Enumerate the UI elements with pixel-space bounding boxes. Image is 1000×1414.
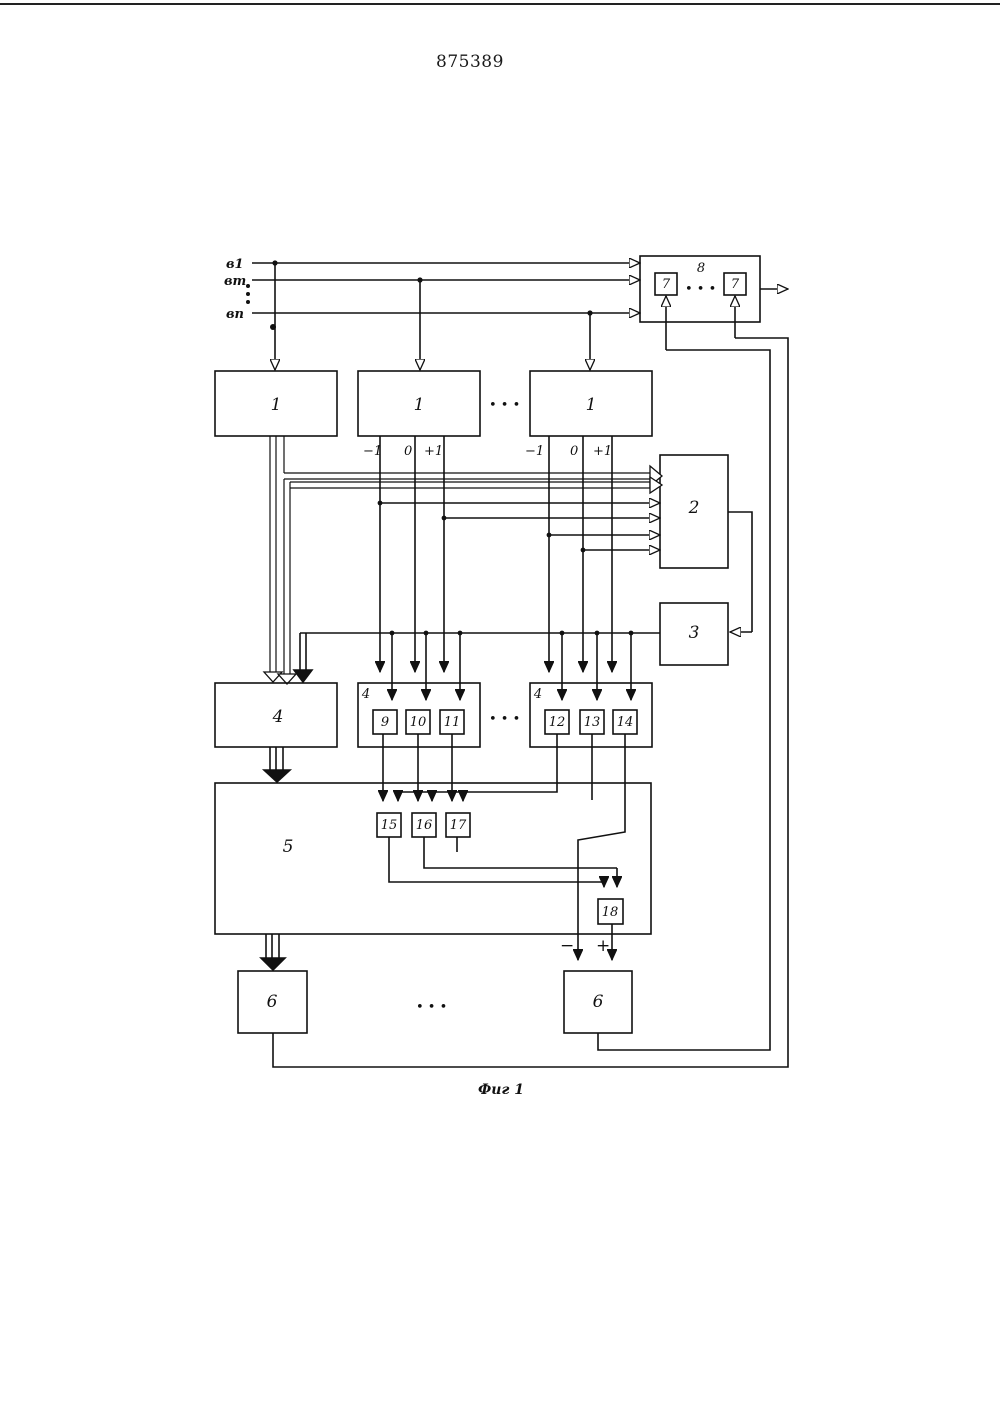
figure-caption: Фиг 1 [478, 1082, 524, 1098]
label-block-4a: 4 [272, 707, 284, 727]
sign-plus1-c: +1 [593, 444, 612, 459]
input-label-b1: в1 [226, 257, 244, 272]
label-block-7a: 7 [662, 277, 671, 292]
label-block-18: 18 [602, 905, 619, 920]
label-block-10: 10 [410, 715, 427, 730]
label-block-1b: 1 [414, 395, 425, 415]
ellipsis-blocks-6: • • • [416, 1000, 447, 1015]
label-block-13: 13 [584, 715, 601, 730]
label-block-9: 9 [381, 715, 389, 730]
sign-zero-b: 0 [404, 444, 412, 459]
ellipsis-blocks-1: • • • [489, 398, 520, 413]
label-block-8: 8 [697, 261, 705, 276]
sign-plus1-b: +1 [424, 444, 443, 459]
input-label-bm: вm [224, 274, 246, 289]
label-block-4b: 4 [361, 687, 370, 702]
label-block-16: 16 [416, 818, 433, 833]
input-label-bn: вn [226, 307, 244, 322]
sign-minus: − [560, 936, 574, 956]
sign-zero-c: 0 [570, 444, 578, 459]
label-block-6a: 6 [267, 992, 278, 1012]
label-block-1c: 1 [586, 395, 597, 415]
sign-minus1-c: −1 [525, 444, 544, 459]
label-block-11: 11 [444, 715, 461, 730]
block-5 [215, 783, 651, 934]
sign-minus1-b: −1 [363, 444, 382, 459]
ellipsis-blocks-4: • • • [489, 712, 520, 727]
label-block-6b: 6 [593, 992, 604, 1012]
label-block-14: 14 [617, 715, 634, 730]
label-block-3: 3 [689, 623, 700, 643]
label-block-12: 12 [549, 715, 566, 730]
label-block-5: 5 [283, 837, 294, 857]
label-block-15: 15 [381, 818, 398, 833]
label-block-7b: 7 [731, 277, 740, 292]
label-block-4c: 4 [533, 687, 542, 702]
label-block-1a: 1 [271, 395, 282, 415]
sign-plus: + [596, 936, 610, 956]
ellipsis-blocks-7: • • • [685, 282, 716, 297]
label-block-2: 2 [688, 498, 700, 518]
label-block-17: 17 [450, 818, 467, 833]
